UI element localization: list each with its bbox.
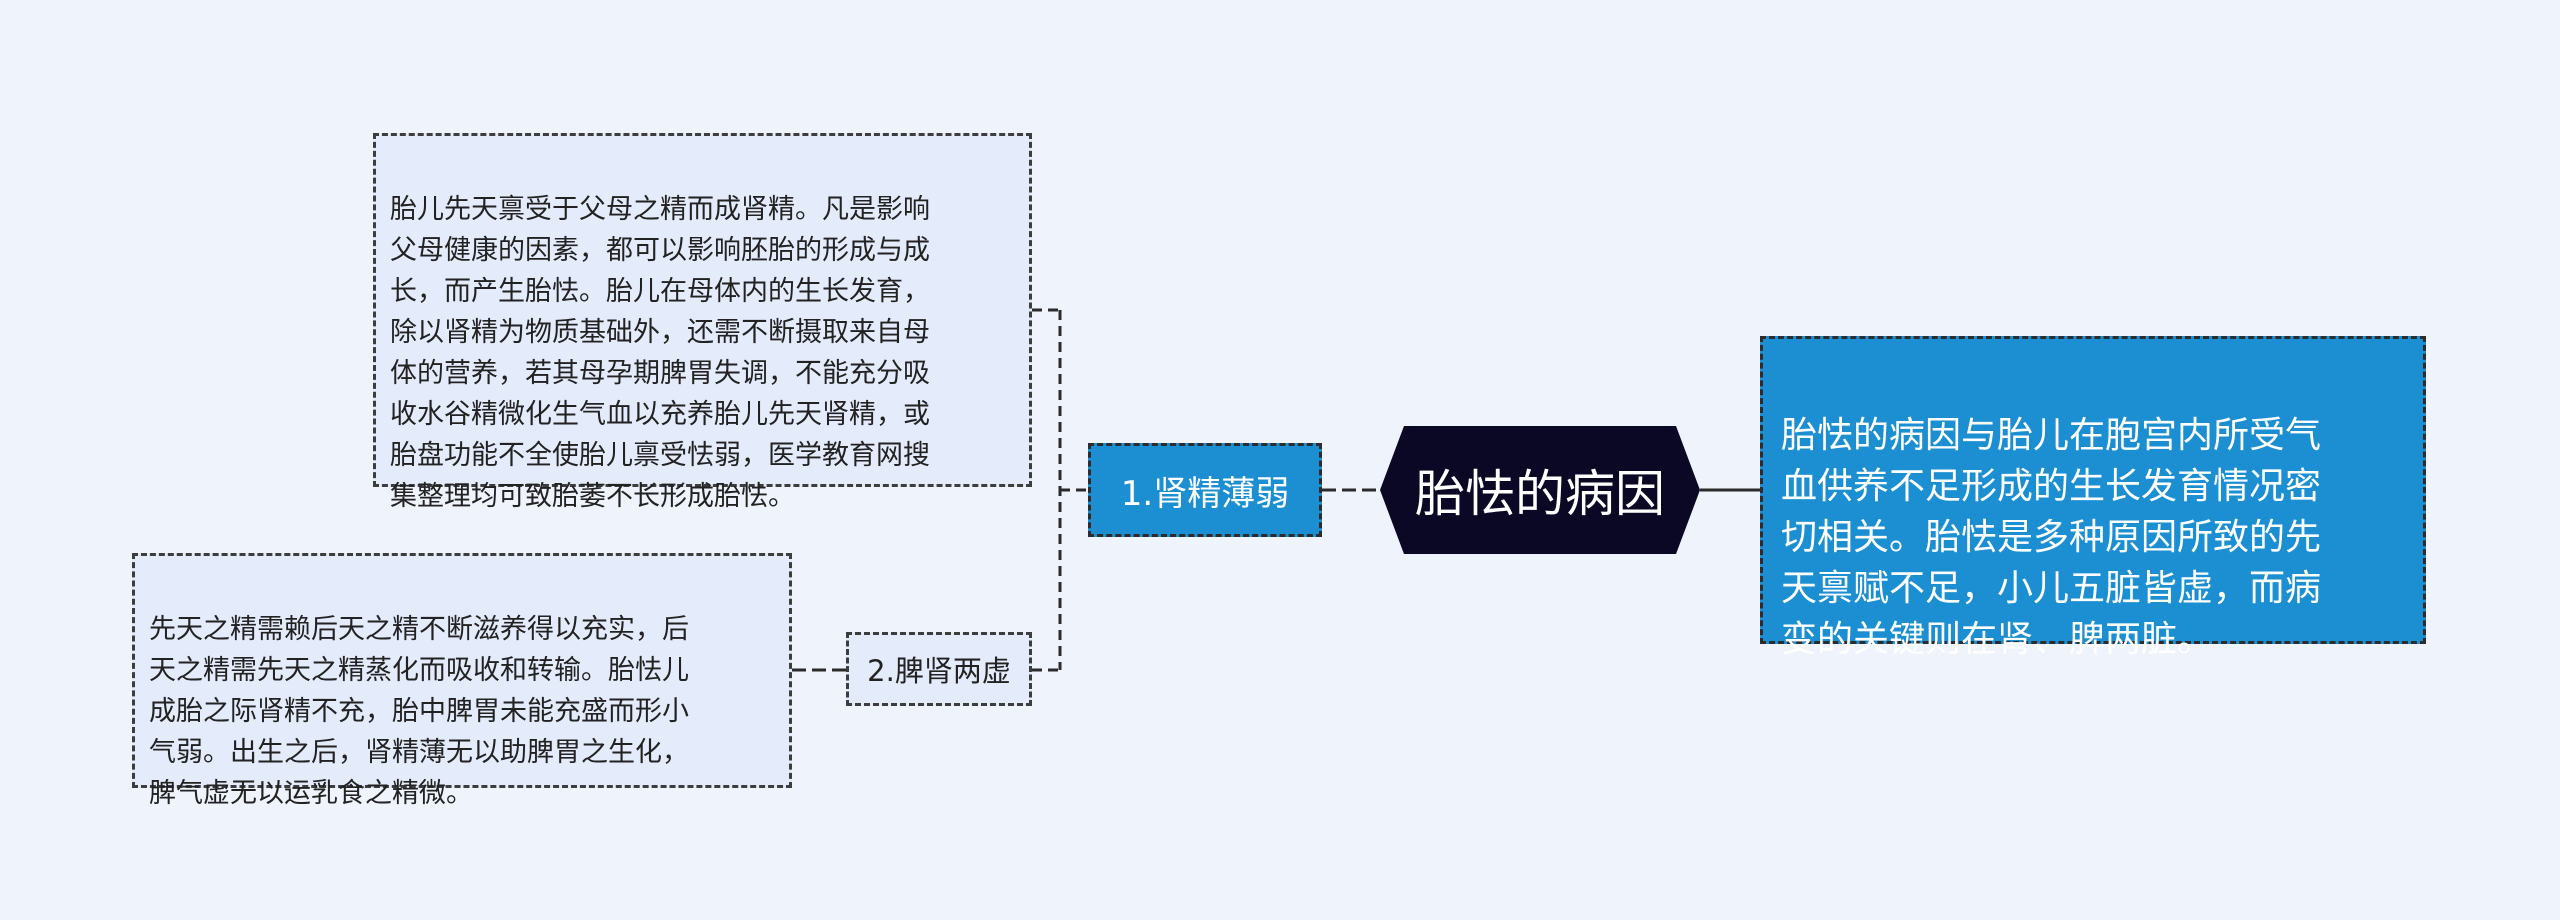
description-node[interactable]: 胎怯的病因与胎儿在胞宫内所受气 血供养不足形成的生长发育情况密 切相关。胎怯是多…	[1760, 336, 2426, 660]
branch-2-detail-text: 先天之精需赖后天之精不断滋养得以充实，后 天之精需先天之精蒸化而吸收和转输。胎怯…	[149, 614, 689, 809]
branch-1-label: 1.肾精薄弱	[1120, 473, 1290, 514]
branch-1-detail-node: 胎儿先天禀受于父母之精而成肾精。凡是影响 父母健康的因素，都可以影响胚胎的形成与…	[373, 133, 1032, 512]
center-topic-node[interactable]: 胎怯的病因	[1380, 426, 1700, 554]
branch-2-detail-node: 先天之精需赖后天之精不断滋养得以充实，后 天之精需先天之精蒸化而吸收和转输。胎怯…	[132, 553, 792, 809]
branch-1-detail-text: 胎儿先天禀受于父母之精而成肾精。凡是影响 父母健康的因素，都可以影响胚胎的形成与…	[390, 194, 930, 512]
branch-2-node[interactable]: 2.脾肾两虚	[846, 632, 1032, 706]
branch-1-node[interactable]: 1.肾精薄弱	[1088, 443, 1322, 537]
center-topic-title: 胎怯的病因	[1415, 465, 1665, 523]
description-text: 胎怯的病因与胎儿在胞宫内所受气 血供养不足形成的生长发育情况密 切相关。胎怯是多…	[1781, 415, 2322, 660]
branch-2-label: 2.脾肾两虚	[867, 654, 1011, 688]
